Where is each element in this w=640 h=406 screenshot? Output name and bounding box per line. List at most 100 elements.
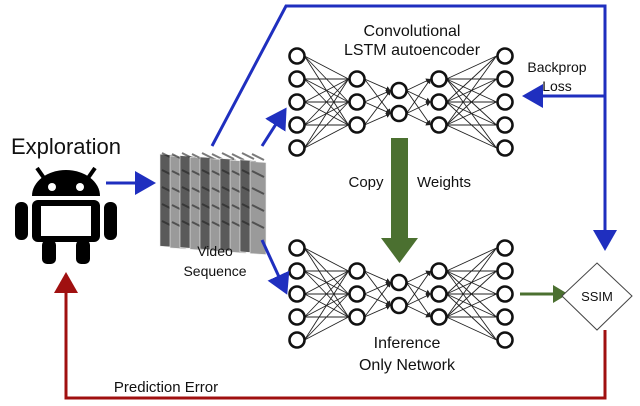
ssim-label: SSIM — [581, 289, 613, 304]
video-to-ssim-arrow — [210, 4, 617, 251]
android-robot-icon — [15, 166, 117, 264]
network-node — [496, 239, 514, 257]
network-node — [348, 70, 366, 88]
network-edge — [304, 124, 349, 149]
video-label-line1: Video — [197, 243, 233, 259]
network-node — [348, 93, 366, 111]
video-frame-texture — [241, 152, 255, 160]
network-node — [430, 116, 448, 134]
weights-label: Weights — [417, 174, 471, 191]
network-node — [390, 104, 408, 123]
network-node — [288, 262, 306, 280]
network-node — [496, 262, 514, 280]
ssim-node — [561, 262, 633, 331]
network-node — [496, 70, 514, 88]
network-edge — [406, 113, 431, 126]
network-edge — [364, 78, 391, 92]
video-frame-texture — [221, 152, 235, 160]
network-edge — [406, 305, 431, 318]
network-node — [348, 308, 366, 326]
network-edge — [304, 293, 349, 341]
network-edge — [406, 101, 431, 114]
network-node — [430, 93, 448, 111]
network-edge — [406, 293, 431, 306]
network-edge — [446, 293, 497, 318]
network-edge — [446, 124, 497, 149]
copy-label: Copy — [348, 174, 384, 191]
network-edge — [446, 55, 497, 80]
network-edge — [446, 55, 497, 126]
backprop-label-line2: Loss — [542, 78, 572, 94]
network-node — [288, 70, 306, 88]
network-edge — [364, 112, 391, 126]
network-node — [288, 139, 306, 157]
network-node — [496, 308, 514, 326]
network-node — [390, 273, 408, 292]
network-edge — [364, 304, 391, 318]
network-node — [288, 239, 306, 257]
network-edge — [364, 282, 391, 318]
network-node — [496, 47, 514, 65]
network-edge — [446, 270, 497, 318]
network-node — [496, 116, 514, 134]
network-edge — [406, 270, 431, 306]
network-edge — [304, 55, 349, 80]
video-frame-texture — [251, 170, 265, 178]
network-edge — [304, 316, 349, 341]
conv-label-line1: Convolutional — [364, 23, 461, 40]
network-node — [288, 285, 306, 303]
network-edge — [304, 270, 349, 341]
video-frame-texture — [251, 153, 265, 161]
network-edge — [446, 101, 497, 126]
video-frames-icon — [159, 152, 267, 255]
network-edge — [446, 247, 497, 295]
network-edge — [446, 55, 497, 103]
network-edge — [304, 101, 349, 149]
network-node — [496, 285, 514, 303]
autoencoder-network — [288, 47, 514, 157]
network-edge — [304, 78, 349, 126]
network-edge — [446, 247, 497, 318]
network-node — [348, 116, 366, 134]
network-edge — [364, 270, 391, 284]
network-node — [496, 93, 514, 111]
video-frame-texture — [251, 187, 265, 195]
network-node — [288, 116, 306, 134]
network-node — [430, 308, 448, 326]
copy-weights-arrow — [381, 138, 418, 263]
video-frame-texture — [251, 204, 265, 212]
inference-label-line1: Inference — [374, 335, 441, 352]
network-edge — [406, 78, 431, 114]
prediction-error-arrow — [54, 272, 607, 400]
network-node — [390, 81, 408, 100]
network-edge — [304, 247, 349, 272]
network-edge — [304, 78, 349, 149]
backprop-label-line1: Backprop — [527, 59, 586, 75]
network-node — [288, 47, 306, 65]
network-edge — [304, 270, 349, 295]
video-to-autoencoder-arrow — [260, 107, 287, 147]
network-node — [390, 296, 408, 315]
conv-label-line2: LSTM autoencoder — [344, 42, 481, 59]
inference-label-line2: Only Network — [359, 357, 456, 374]
prediction-error-label: Prediction Error — [114, 379, 218, 396]
exploration-label: Exploration — [11, 134, 121, 159]
network-node — [288, 331, 306, 349]
network-node — [496, 139, 514, 157]
video-frame-texture — [201, 152, 215, 160]
video-frame-texture — [231, 153, 245, 161]
network-node — [496, 331, 514, 349]
network-node — [348, 285, 366, 303]
network-edge — [446, 316, 497, 341]
network-edge — [446, 78, 497, 126]
video-frame-texture — [251, 221, 265, 229]
network-edge — [446, 247, 497, 272]
network-node — [348, 262, 366, 280]
network-node — [288, 93, 306, 111]
network-node — [430, 285, 448, 303]
network-edge — [304, 270, 349, 318]
network-edge — [364, 90, 391, 126]
video-label-line2: Sequence — [183, 263, 246, 279]
network-node — [430, 70, 448, 88]
